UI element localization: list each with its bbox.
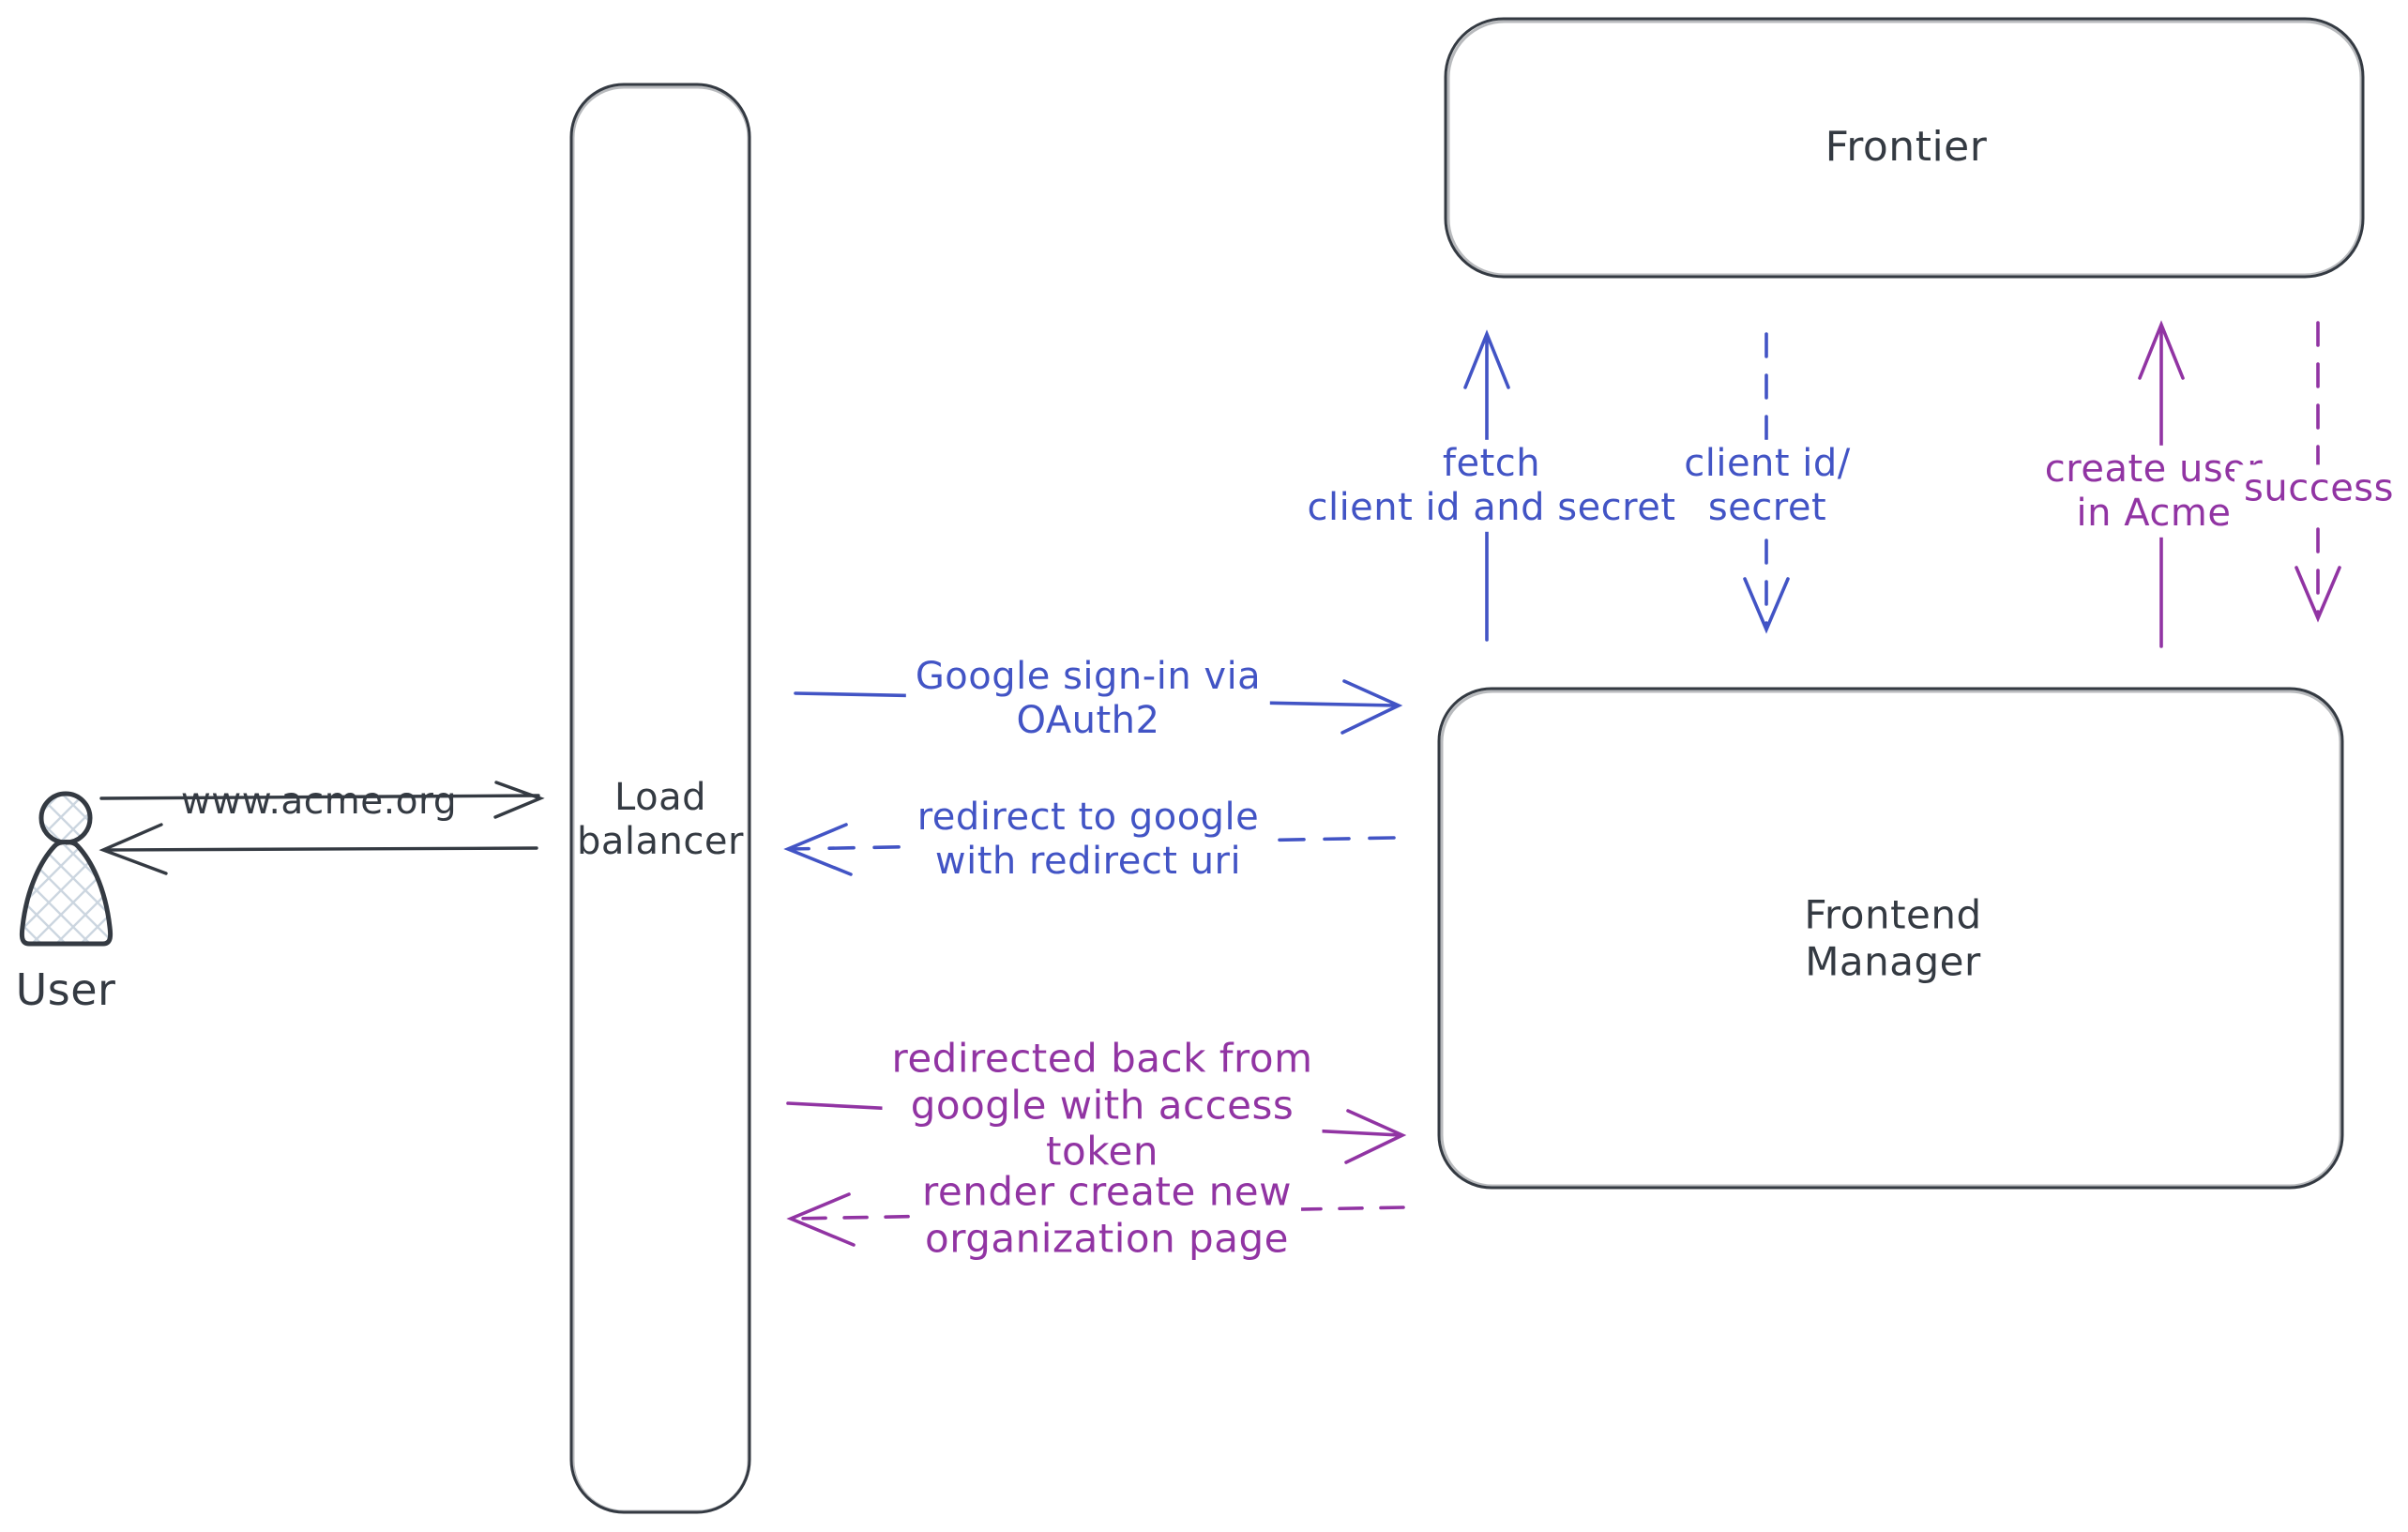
edge-fetch-secret-arrowhead — [1463, 329, 1510, 389]
edge-client-id-secret-arrowhead — [1743, 577, 1790, 634]
edge-success-arrowhead — [2294, 566, 2341, 623]
edge-render-page-line — [791, 1206, 1405, 1221]
edge-acme-response-line — [103, 846, 538, 852]
edge-redirected-back-arrowhead — [1344, 1109, 1407, 1164]
edge-acme-request-arrowhead — [493, 781, 545, 819]
edge-acme-response-arrowhead — [98, 823, 168, 875]
node-load-balancer — [569, 83, 751, 1514]
edge-redirect-google-arrowhead — [783, 823, 853, 876]
user-figure-icon — [19, 791, 114, 947]
edge-render-page-arrowhead — [786, 1192, 856, 1247]
edge-acme-request-line — [99, 794, 540, 800]
node-frontier — [1444, 17, 2365, 279]
edge-redirect-google-line — [788, 836, 1396, 851]
edge-create-user-arrowhead — [2138, 320, 2185, 380]
edge-google-signin-line — [794, 691, 1398, 707]
node-frontend-manager — [1437, 687, 2344, 1190]
edge-google-signin-arrowhead — [1340, 679, 1403, 735]
edge-redirected-back-line — [786, 1101, 1401, 1137]
